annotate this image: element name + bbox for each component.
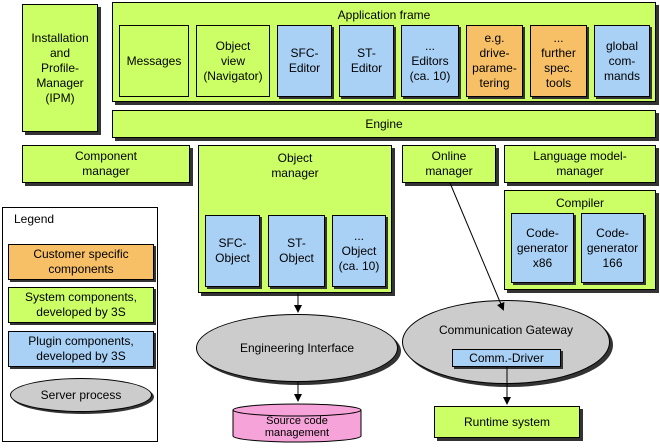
further-tools-box: ... further spec. tools: [530, 25, 587, 97]
sfc-editor-box: SFC- Editor: [277, 25, 332, 97]
engineering-interface-ellipse: Engineering Interface: [196, 314, 398, 382]
code-generator-x86-label: Code- generator x86: [516, 225, 569, 270]
messages-box: Messages: [119, 25, 189, 97]
drive-parametering-label: e.g. drive- parame- tering: [472, 31, 517, 90]
legend-server-label: Server process: [40, 388, 122, 402]
online-manager-label: Online manager: [425, 149, 473, 178]
engine-box: Engine: [112, 110, 656, 138]
arrow-online-manager-to-gateway: [449, 182, 505, 311]
runtime-system-box: Runtime system: [434, 406, 580, 438]
communication-gateway-label: Communication Gateway: [438, 323, 574, 337]
ipm-label: Installation and Profile- Manager (IPM): [31, 30, 89, 105]
legend-server-ellipse: Server process: [10, 378, 152, 412]
code-generator-x86-box: Code- generator x86: [511, 213, 574, 283]
legend-system-label: System components, developed by 3S: [24, 290, 138, 319]
runtime-system-label: Runtime system: [463, 414, 551, 429]
misc-object-box: ... Object (ca. 10): [332, 215, 386, 287]
compiler-title: Compiler: [555, 196, 604, 210]
engineering-interface-label: Engineering Interface: [239, 341, 355, 355]
sfc-object-label: SFC- Object: [215, 236, 250, 265]
legend-plugin-label: Plugin components, developed by 3S: [28, 334, 134, 363]
application-frame-title: Application frame: [337, 8, 431, 22]
comm-driver-box: Comm.-Driver: [452, 349, 561, 367]
global-commands-box: global com- mands: [594, 25, 650, 97]
legend-customer-box: Customer specific components: [8, 244, 154, 280]
editors-box: ... Editors (ca. 10): [401, 25, 459, 97]
legend-system-box: System components, developed by 3S: [8, 287, 154, 323]
global-commands-label: global com- mands: [603, 38, 641, 83]
messages-label: Messages: [126, 53, 182, 68]
st-object-label: ST- Object: [279, 236, 314, 265]
drive-parametering-box: e.g. drive- parame- tering: [466, 25, 523, 97]
source-code-label: Source code management: [264, 415, 330, 439]
legend-customer-label: Customer specific components: [33, 247, 129, 276]
comm-driver-label: Comm.-Driver: [469, 350, 544, 365]
legend-title: Legend: [14, 212, 55, 226]
component-manager-box: Component manager: [22, 145, 190, 183]
st-object-box: ST- Object: [268, 215, 325, 287]
code-generator-166-label: Code- generator 166: [586, 225, 639, 270]
editors-label: ... Editors (ca. 10): [409, 38, 451, 83]
language-model-manager-label: Language model- manager: [533, 149, 627, 178]
further-tools-label: ... further spec. tools: [541, 31, 576, 90]
engine-label: Engine: [365, 116, 403, 131]
sfc-editor-label: SFC- Editor: [288, 46, 321, 75]
communication-gateway-ellipse: Communication Gateway: [402, 300, 610, 384]
sfc-object-box: SFC- Object: [205, 215, 260, 287]
source-code-database-icon: [232, 403, 362, 443]
st-editor-box: ST- Editor: [339, 25, 394, 97]
object-manager-title: Object manager: [271, 151, 319, 180]
language-model-manager-box: Language model- manager: [504, 145, 656, 183]
source-code-label-wrap: Source code management: [233, 412, 361, 442]
object-view-label: Object view (Navigator): [203, 38, 263, 83]
misc-object-label: ... Object (ca. 10): [338, 228, 380, 273]
st-editor-label: ST- Editor: [350, 46, 383, 75]
code-generator-166-box: Code- generator 166: [581, 213, 644, 283]
ipm-box: Installation and Profile- Manager (IPM): [22, 4, 98, 132]
object-view-box: Object view (Navigator): [196, 25, 270, 97]
component-manager-label: Component manager: [74, 149, 138, 178]
online-manager-box: Online manager: [402, 145, 496, 183]
legend-plugin-box: Plugin components, developed by 3S: [8, 331, 154, 367]
